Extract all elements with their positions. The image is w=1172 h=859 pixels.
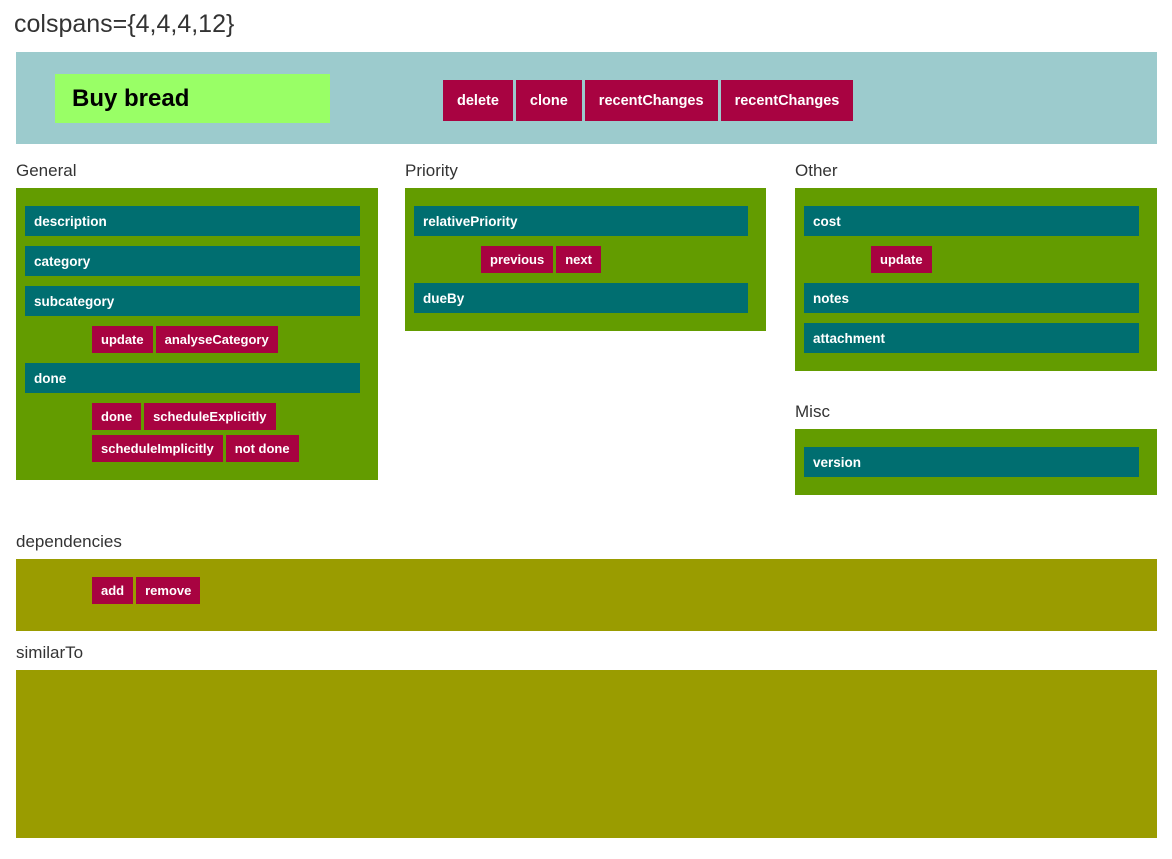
priority-action-row: previous next <box>481 246 766 273</box>
record-title-text: Buy bread <box>72 84 190 112</box>
section-general-label: General <box>16 161 77 180</box>
field-attachment-label: attachment <box>813 330 886 346</box>
section-priority-panel: relativePriority previous next dueBy <box>405 188 766 331</box>
field-subcategory-label: subcategory <box>34 293 115 309</box>
field-cost[interactable]: cost <box>804 206 1139 236</box>
field-version[interactable]: version <box>804 447 1139 477</box>
category-action-row: update analyseCategory <box>92 326 378 353</box>
section-misc-panel: version <box>795 429 1157 495</box>
section-dependencies-panel: add remove <box>16 559 1157 631</box>
section-dependencies: dependencies add remove <box>16 531 1157 631</box>
dependencies-action-row: add remove <box>92 577 1157 604</box>
section-similar-to: similarTo <box>16 642 1157 838</box>
section-other-panel: cost update notes attachment <box>795 188 1157 371</box>
analyse-category-button[interactable]: analyseCategory <box>155 326 278 353</box>
update-cost-button[interactable]: update <box>871 246 932 273</box>
delete-button[interactable]: delete <box>443 80 513 121</box>
section-general-panel: description category subcategory update … <box>16 188 378 480</box>
schedule-explicitly-button[interactable]: scheduleExplicitly <box>144 403 276 430</box>
field-subcategory[interactable]: subcategory <box>25 286 360 316</box>
page-title: colspans={4,4,4,12} <box>14 10 235 38</box>
field-category[interactable]: category <box>25 246 360 276</box>
header-action-buttons: delete clone recentChanges recentChanges <box>443 80 854 121</box>
remove-dependency-button[interactable]: remove <box>136 577 201 604</box>
field-relative-priority-label: relativePriority <box>423 213 518 229</box>
header-band: Buy bread delete clone recentChanges rec… <box>16 52 1157 144</box>
section-misc-label: Misc <box>795 402 830 421</box>
section-priority-label: Priority <box>405 161 458 180</box>
recent-changes-button-1[interactable]: recentChanges <box>584 80 718 121</box>
field-cost-label: cost <box>813 213 841 229</box>
section-misc: Misc version <box>795 401 1157 495</box>
next-button[interactable]: next <box>556 246 601 273</box>
not-done-button[interactable]: not done <box>225 435 299 462</box>
record-title-field[interactable]: Buy bread <box>55 74 330 123</box>
section-priority: Priority relativePriority previous next … <box>405 160 766 331</box>
section-similar-to-panel <box>16 670 1157 838</box>
section-other: Other cost update notes attachment <box>795 160 1157 371</box>
recent-changes-button-2[interactable]: recentChanges <box>720 80 854 121</box>
done-button[interactable]: done <box>92 403 142 430</box>
field-notes[interactable]: notes <box>804 283 1139 313</box>
section-similar-to-label: similarTo <box>16 643 84 662</box>
field-due-by-label: dueBy <box>423 290 465 306</box>
field-attachment[interactable]: attachment <box>804 323 1139 353</box>
done-action-row-1: done scheduleExplicitly <box>92 403 378 430</box>
field-description-label: description <box>34 213 107 229</box>
field-notes-label: notes <box>813 290 850 306</box>
schedule-implicitly-button[interactable]: scheduleImplicitly <box>92 435 223 462</box>
field-category-label: category <box>34 253 91 269</box>
field-description[interactable]: description <box>25 206 360 236</box>
cost-action-row: update <box>871 246 1157 273</box>
previous-button[interactable]: previous <box>481 246 554 273</box>
done-action-row-2: scheduleImplicitly not done <box>92 435 378 462</box>
section-general: General description category subcategory… <box>16 160 378 480</box>
section-dependencies-label: dependencies <box>16 532 122 551</box>
field-relative-priority[interactable]: relativePriority <box>414 206 748 236</box>
field-due-by[interactable]: dueBy <box>414 283 748 313</box>
field-version-label: version <box>813 454 862 470</box>
section-other-label: Other <box>795 161 838 180</box>
update-category-button[interactable]: update <box>92 326 153 353</box>
add-dependency-button[interactable]: add <box>92 577 134 604</box>
field-done[interactable]: done <box>25 363 360 393</box>
clone-button[interactable]: clone <box>515 80 582 121</box>
field-done-label: done <box>34 370 67 386</box>
